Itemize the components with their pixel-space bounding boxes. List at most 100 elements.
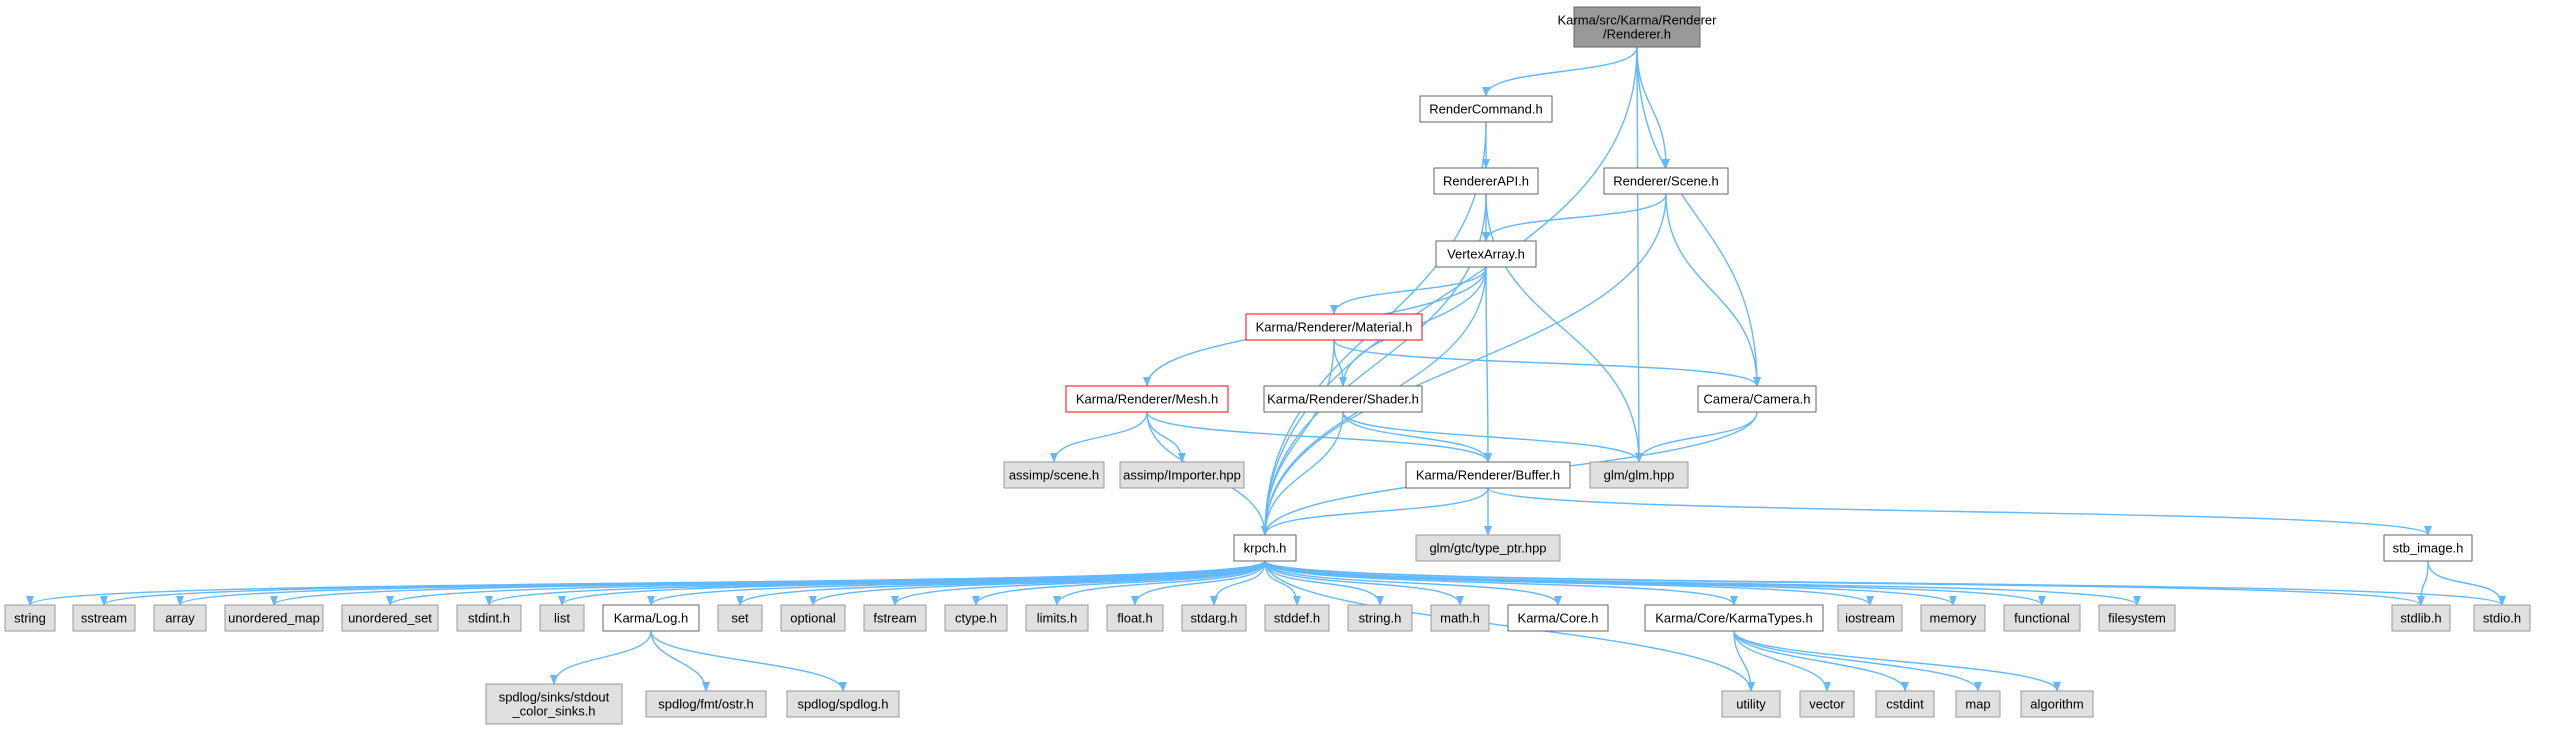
node-box[interactable] (1920, 604, 1986, 632)
node-ctype-h[interactable]: ctype.h (944, 604, 1008, 632)
node-box[interactable] (456, 604, 522, 632)
node-stdint-h[interactable]: stdint.h (456, 604, 522, 632)
node-box[interactable] (1837, 604, 1903, 632)
node-box[interactable] (2098, 604, 2176, 632)
node-optional[interactable]: optional (780, 604, 846, 632)
node-fstream[interactable]: fstream (863, 604, 927, 632)
node-box[interactable] (1603, 167, 1729, 195)
node-box[interactable] (1721, 690, 1781, 718)
node-box[interactable] (1507, 604, 1609, 632)
node-box[interactable] (2473, 604, 2531, 632)
node-box[interactable] (1245, 313, 1423, 341)
node-shader-h[interactable]: Karma/Renderer/Shader.h (1263, 385, 1423, 413)
node-box[interactable] (341, 604, 439, 632)
node-box[interactable] (1419, 95, 1553, 123)
node-box[interactable] (153, 604, 207, 632)
node-box[interactable] (1573, 6, 1701, 48)
node-box[interactable] (1003, 461, 1105, 489)
node-krpch-h[interactable]: krpch.h (1233, 534, 1297, 562)
node-unordered-map[interactable]: unordered_map (224, 604, 324, 632)
node-vertexarray-h[interactable]: VertexArray.h (1435, 240, 1537, 268)
node-box[interactable] (1405, 461, 1571, 489)
node-list[interactable]: list (539, 604, 585, 632)
node-box[interactable] (944, 604, 1008, 632)
node-spdlog-spdlog[interactable]: spdlog/spdlog.h (786, 690, 900, 718)
node-string-h[interactable]: string.h (1347, 604, 1413, 632)
node-string[interactable]: string (4, 604, 56, 632)
node-box[interactable] (1233, 534, 1297, 562)
node-box[interactable] (1430, 604, 1490, 632)
node-box[interactable] (1955, 690, 2001, 718)
node-buffer-h[interactable]: Karma/Renderer/Buffer.h (1405, 461, 1571, 489)
node-box[interactable] (786, 690, 900, 718)
node-karma-core-h[interactable]: Karma/Core.h (1507, 604, 1609, 632)
node-box[interactable] (2383, 534, 2473, 562)
node-box[interactable] (863, 604, 927, 632)
node-mesh-h[interactable]: Karma/Renderer/Mesh.h (1065, 385, 1229, 413)
node-assimp-importer-hpp[interactable]: assimp/Importer.hpp (1119, 461, 1245, 489)
node-stddef-h[interactable]: stddef.h (1264, 604, 1330, 632)
node-box[interactable] (645, 690, 767, 718)
node-stdlib-h[interactable]: stdlib.h (2391, 604, 2451, 632)
node-box[interactable] (1697, 385, 1817, 413)
node-camera-h[interactable]: Camera/Camera.h (1697, 385, 1817, 413)
node-box[interactable] (1025, 604, 1089, 632)
node-functional[interactable]: functional (2003, 604, 2081, 632)
node-box[interactable] (1433, 167, 1539, 195)
node-box[interactable] (1644, 604, 1824, 632)
node-float-h[interactable]: float.h (1106, 604, 1164, 632)
node-box[interactable] (4, 604, 56, 632)
node-rendererapi-h[interactable]: RendererAPI.h (1433, 167, 1539, 195)
node-renderer-h[interactable]: Karma/src/Karma/Renderer/Renderer.h (1558, 6, 1718, 48)
node-type-ptr-hpp[interactable]: glm/gtc/type_ptr.hpp (1415, 534, 1561, 562)
node-stdio-h[interactable]: stdio.h (2473, 604, 2531, 632)
node-karma-log-h[interactable]: Karma/Log.h (602, 604, 700, 632)
node-cstdint[interactable]: cstdint (1875, 690, 1935, 718)
node-set[interactable]: set (717, 604, 763, 632)
node-box[interactable] (2020, 690, 2094, 718)
node-box[interactable] (224, 604, 324, 632)
node-material-h[interactable]: Karma/Renderer/Material.h (1245, 313, 1423, 341)
node-box[interactable] (1264, 604, 1330, 632)
node-box[interactable] (1106, 604, 1164, 632)
node-stb-image-h[interactable]: stb_image.h (2383, 534, 2473, 562)
node-box[interactable] (72, 604, 136, 632)
node-spdlog-stdout[interactable]: spdlog/sinks/stdout_color_sinks.h (485, 683, 623, 725)
node-box[interactable] (485, 683, 623, 725)
node-math-h[interactable]: math.h (1430, 604, 1490, 632)
node-box[interactable] (780, 604, 846, 632)
node-rendercommand-h[interactable]: RenderCommand.h (1419, 95, 1553, 123)
node-box[interactable] (1589, 461, 1689, 489)
node-vector[interactable]: vector (1799, 690, 1855, 718)
node-memory[interactable]: memory (1920, 604, 1986, 632)
node-assimp-scene-h[interactable]: assimp/scene.h (1003, 461, 1105, 489)
node-box[interactable] (1435, 240, 1537, 268)
node-box[interactable] (1181, 604, 1247, 632)
node-limits-h[interactable]: limits.h (1025, 604, 1089, 632)
node-sstream[interactable]: sstream (72, 604, 136, 632)
node-glm-hpp[interactable]: glm/glm.hpp (1589, 461, 1689, 489)
node-filesystem[interactable]: filesystem (2098, 604, 2176, 632)
node-box[interactable] (1065, 385, 1229, 413)
node-box[interactable] (1415, 534, 1561, 562)
node-unordered-set[interactable]: unordered_set (341, 604, 439, 632)
node-stdarg-h[interactable]: stdarg.h (1181, 604, 1247, 632)
node-box[interactable] (1347, 604, 1413, 632)
node-utility[interactable]: utility (1721, 690, 1781, 718)
node-box[interactable] (1875, 690, 1935, 718)
node-box[interactable] (1799, 690, 1855, 718)
node-box[interactable] (717, 604, 763, 632)
node-spdlog-ostr[interactable]: spdlog/fmt/ostr.h (645, 690, 767, 718)
node-map[interactable]: map (1955, 690, 2001, 718)
node-box[interactable] (602, 604, 700, 632)
node-renderer-scene-h[interactable]: Renderer/Scene.h (1603, 167, 1729, 195)
node-karmatypes-h[interactable]: Karma/Core/KarmaTypes.h (1644, 604, 1824, 632)
node-box[interactable] (1119, 461, 1245, 489)
node-algorithm[interactable]: algorithm (2020, 690, 2094, 718)
node-array[interactable]: array (153, 604, 207, 632)
node-box[interactable] (2391, 604, 2451, 632)
node-box[interactable] (2003, 604, 2081, 632)
node-box[interactable] (1263, 385, 1423, 413)
node-box[interactable] (539, 604, 585, 632)
node-iostream[interactable]: iostream (1837, 604, 1903, 632)
